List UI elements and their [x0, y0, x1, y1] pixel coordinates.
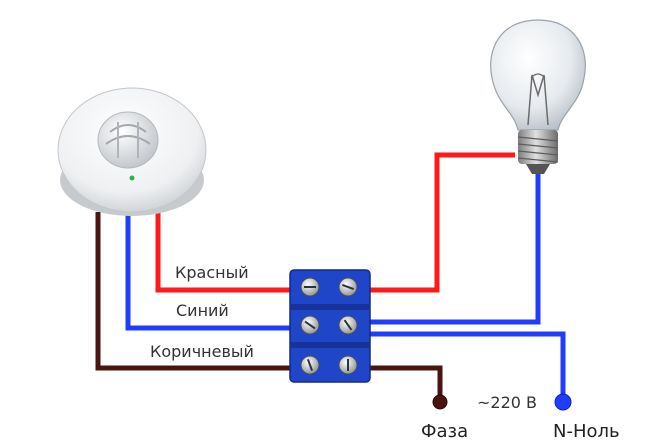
brown-wire-phase [368, 365, 443, 398]
brown-wire-label: Коричневый [150, 342, 254, 361]
terminal-screw [300, 315, 320, 335]
motion-sensor-icon [57, 87, 207, 216]
red-wire-sensor [155, 207, 295, 293]
phase-terminal [432, 394, 448, 410]
brown-wire-sensor [95, 212, 295, 371]
phase-label: Фаза [421, 421, 468, 442]
blue-wire-sensor [125, 210, 295, 331]
neutral-terminal [554, 393, 572, 411]
terminal-screw [338, 315, 358, 335]
blue-wire-label: Синий [176, 301, 229, 320]
terminal-screw [338, 277, 358, 297]
wire-group [95, 152, 566, 398]
voltage-label: ~220 В [477, 393, 537, 412]
light-bulb-icon [490, 19, 586, 174]
red-wire-label: Красный [175, 263, 249, 282]
red-wire-lamp [368, 152, 515, 293]
blue-wire-neutral [368, 331, 566, 398]
terminal-screw [300, 277, 320, 297]
terminal-screw [338, 355, 358, 375]
blue-wire-lamp [368, 172, 541, 325]
terminal-block-icon [289, 269, 371, 383]
neutral-label: N-Ноль [553, 421, 620, 442]
terminal-screw [300, 355, 320, 375]
